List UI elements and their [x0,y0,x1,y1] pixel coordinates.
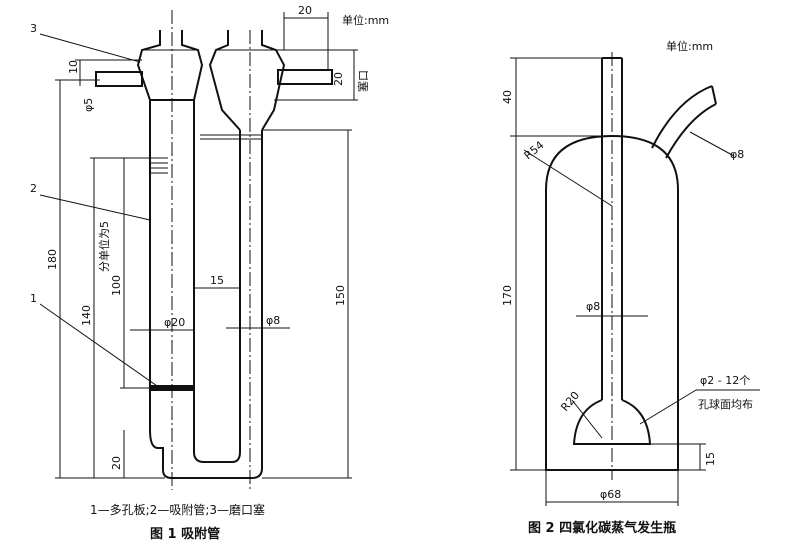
side-outlet-end [711,85,717,105]
holes-label-2: 孔球面均布 [698,397,753,411]
r54-leader [523,149,613,207]
dim-phi68: φ68 [600,488,621,501]
phi8-side-leader [689,131,735,157]
dim-20-plug: 20 [332,72,345,86]
dim-10: 10 [67,60,80,74]
side-outlet-pipe [651,85,717,159]
porous-plate [150,385,194,391]
dim-15: 15 [704,452,717,466]
fig1-unit: 单位:mm [342,13,389,27]
figure-2-vapor-generator: 单位:mm 40 R54 φ8 170 φ8 φ2 - 12个 孔球面均布 R2… [501,39,760,536]
dim-40: 40 [501,90,514,104]
left-stopper [136,30,204,101]
callout-3-leader [39,33,141,63]
dim-r54: R54 [522,138,547,162]
perforated-bulb [572,399,652,445]
figure-1-adsorption-tube: 3 2 1 单位:mm 20 10 20 塞口 φ5 180 140 100 分… [30,4,389,542]
callout-1-leader [39,303,161,389]
outlet-pipe [277,69,333,85]
adsorption-tube-inner [193,100,241,463]
right-stopper [208,30,286,131]
plug-label: 塞口 [356,70,370,92]
dim-20-top: 20 [298,4,312,17]
r20-leader [571,399,603,439]
fig1-caption: 图 1 吸附管 [150,526,220,542]
dim-r20: R20 [558,389,582,414]
inlet-pipe [95,71,143,87]
callout-2-leader [39,194,151,221]
fig1-legend: 1—多孔板;2—吸附管;3—磨口塞 [90,502,265,517]
dim-phi8: φ8 [586,300,600,313]
dim-15: 15 [210,274,224,287]
dim-140: 140 [80,305,93,326]
adsorption-tube-body [149,100,263,479]
holes-leader [639,389,697,425]
callout-1: 1 [30,292,37,305]
dim-phi8: φ8 [266,314,280,327]
callout-3: 3 [30,22,37,35]
dim-phi8-side: φ8 [730,148,744,161]
dim-phi20: φ20 [164,316,185,329]
dim-150: 150 [334,285,347,306]
dim-phi5: φ5 [82,98,95,112]
fig2-caption: 图 2 四氯化碳蒸气发生瓶 [528,520,676,536]
fig2-unit: 单位:mm [666,39,713,53]
dim-180: 180 [46,249,59,270]
holes-label-1: φ2 - 12个 [700,374,750,387]
dim-100: 100 [110,275,123,296]
dim-20-bottom: 20 [110,456,123,470]
scale-label: 分单位为5 [97,221,111,272]
callout-2: 2 [30,182,37,195]
dim-170: 170 [501,285,514,306]
